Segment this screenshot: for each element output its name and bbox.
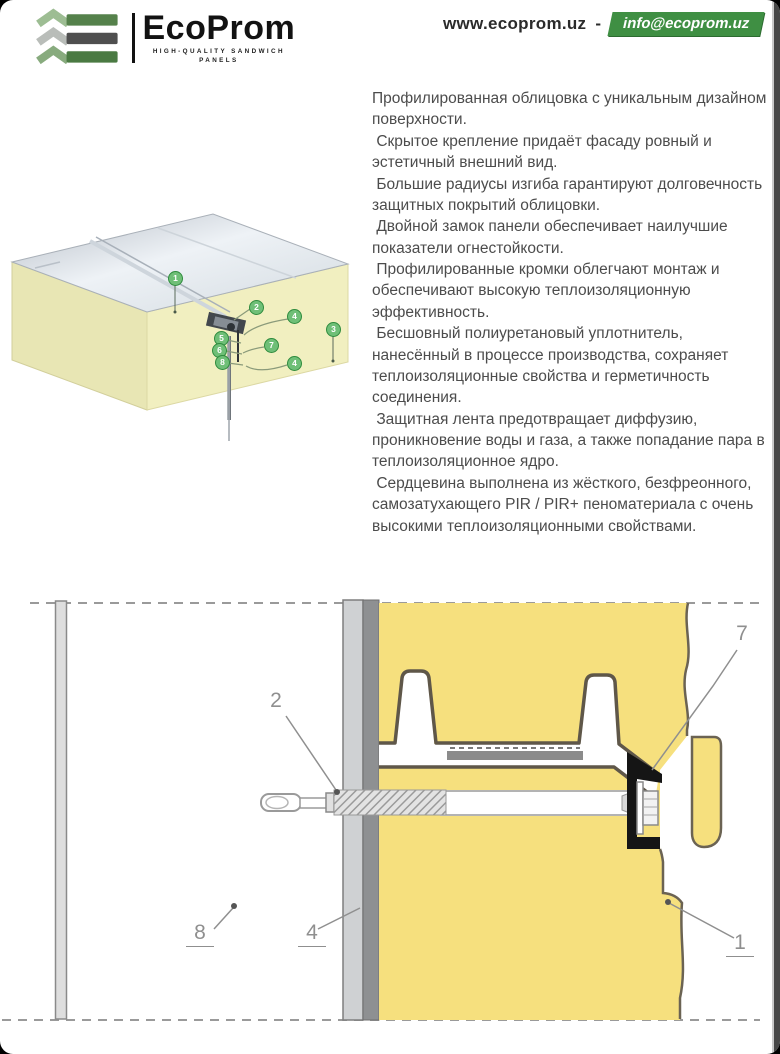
logo-divider <box>132 13 135 63</box>
leader-line-1 <box>668 902 735 939</box>
feature-paragraph: Двойной замок панели обеспечивает наилуч… <box>372 218 732 257</box>
metal-facing-profile <box>379 669 663 778</box>
header: EcoProm HIGH-QUALITY SANDWICH PANELS www… <box>0 0 780 80</box>
screw-thread <box>333 789 447 816</box>
leader-line-8 <box>213 907 234 930</box>
fastener-nut <box>642 790 659 826</box>
diagram-label: 2 <box>270 689 282 712</box>
header-contact: www.ecoprom.uz - info@ecoprom.uz <box>443 12 765 36</box>
diagram-label: 1 <box>726 932 754 957</box>
callout-marker: 4 <box>287 309 302 324</box>
feature-paragraph: Скрытое крепление придаёт фасаду ровный … <box>372 132 717 172</box>
wall-strip <box>54 600 68 1020</box>
sealant-bar <box>447 751 583 760</box>
callout-marker: 7 <box>264 338 279 353</box>
feature-paragraph: Сердцевина выполнена из жёсткого, безфре… <box>372 474 758 535</box>
adjacent-panel-tongue <box>690 735 723 849</box>
diagram-label: 4 <box>298 922 326 947</box>
page-right-border <box>772 0 780 1054</box>
leader-line-4 <box>317 907 361 930</box>
brand-name: EcoProm <box>142 8 296 47</box>
feature-paragraph: Большие радиусы изгиба гарантируют долго… <box>372 175 767 214</box>
feature-paragraph: Бесшовный полиуретановый уплотнитель, на… <box>372 325 733 407</box>
diagram-label: 8 <box>186 922 214 947</box>
leader-line-2 <box>285 715 337 791</box>
panel-3d-illustration: 1 2 4 3 5 6 8 7 4 <box>0 200 370 450</box>
panel-3d-drawing <box>10 213 350 441</box>
feature-paragraph: Профилированная облицовка с уникальным д… <box>372 90 771 129</box>
screw-shaft <box>299 797 329 809</box>
feature-paragraph: Защитная лента предотвращает диффузию, п… <box>372 410 770 471</box>
callout-marker: 1 <box>168 271 183 286</box>
feature-paragraph: Профилированные кромки облегчают монтаж … <box>372 261 724 321</box>
joint-cross-section-diagram: 7 2 8 4 1 <box>0 585 780 1054</box>
fastener-bracket <box>627 752 662 849</box>
brand-tagline: HIGH-QUALITY SANDWICH PANELS <box>152 47 285 64</box>
feature-text-block: Профилированная облицовка с уникальным д… <box>372 88 772 537</box>
logo-icon <box>36 8 118 65</box>
callout-marker: 8 <box>215 355 230 370</box>
joint-drawing <box>2 599 760 1021</box>
callout-marker: 4 <box>287 356 302 371</box>
website-link[interactable]: www.ecoprom.uz <box>443 14 587 33</box>
email-badge[interactable]: info@ecoprom.uz <box>607 12 765 36</box>
callout-marker: 2 <box>249 300 264 315</box>
logo: EcoProm HIGH-QUALITY SANDWICH PANELS <box>34 6 295 70</box>
diagram-label: 7 <box>736 622 748 645</box>
separator-dash: - <box>595 14 602 33</box>
callout-marker: 3 <box>326 322 341 337</box>
leader-line-7 <box>651 649 738 771</box>
